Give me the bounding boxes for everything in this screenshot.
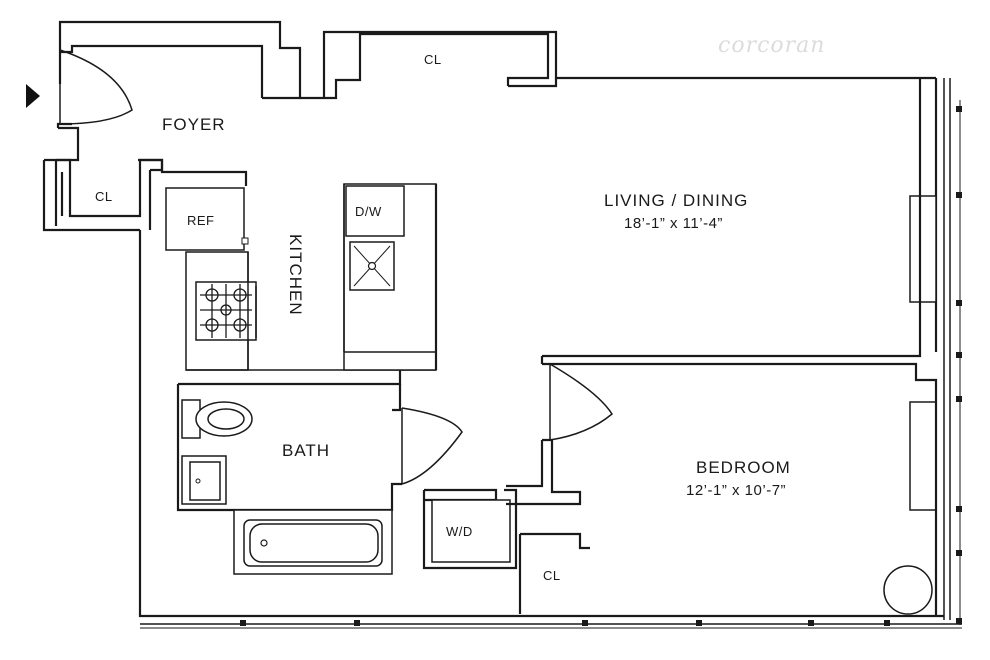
washer-dryer-label: W/D: [446, 524, 473, 539]
toilet-icon: [181, 399, 253, 439]
closet-top-label: CL: [424, 52, 442, 67]
bedroom-walls: [506, 78, 938, 616]
washer-dryer-closet: [422, 488, 518, 570]
closet-left: [56, 158, 164, 218]
foyer-label: FOYER: [162, 115, 226, 134]
bath: [176, 370, 463, 575]
refrigerator-label: REF: [187, 213, 215, 228]
window-mullions: [240, 106, 962, 626]
bathtub-icon: [233, 509, 393, 575]
front-door: [59, 49, 133, 125]
refrigerator: [165, 187, 245, 251]
dishwasher: [345, 185, 405, 237]
living-dining-label: LIVING / DINING: [604, 191, 748, 210]
round-table: [883, 565, 933, 615]
kitchen: [138, 158, 437, 371]
kitchen-label: KITCHEN: [286, 234, 305, 316]
closet-bedroom-label: CL: [543, 568, 561, 583]
closet-left-label: CL: [95, 189, 113, 204]
bedroom-dimensions: 12’-1” x 10’-7”: [686, 482, 786, 499]
bath-label: BATH: [282, 441, 330, 460]
dishwasher-label: D/W: [355, 204, 382, 219]
living-dining-dimensions: 18’-1” x 11’-4”: [624, 215, 723, 232]
entry-arrow-icon: [26, 84, 40, 108]
bedroom-label: BEDROOM: [696, 458, 791, 477]
brand-watermark: corcoran: [718, 33, 825, 58]
